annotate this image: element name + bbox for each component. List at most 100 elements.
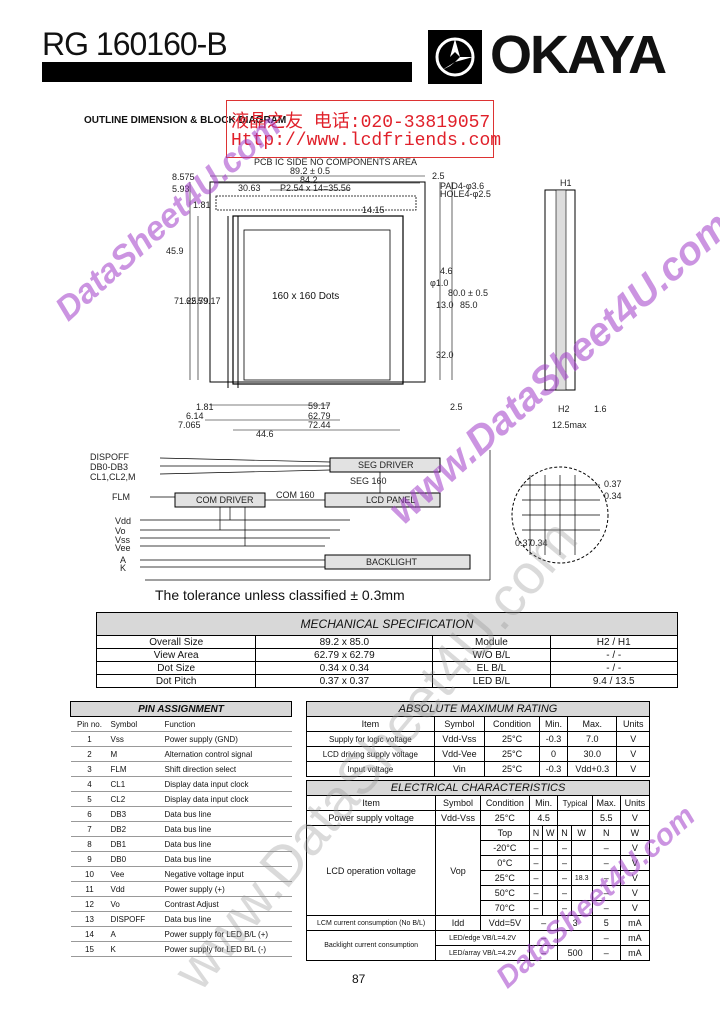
pin-symbol: DB3 xyxy=(108,806,163,822)
sig-db: DB0-DB3 xyxy=(90,462,129,472)
pin-symbol: Vss xyxy=(108,731,163,747)
pin-symbol: DB2 xyxy=(108,821,163,837)
ele-cell xyxy=(557,810,593,826)
mech-cell: 89.2 x 85.0 xyxy=(255,635,434,649)
mech-title: MECHANICAL SPECIFICATION xyxy=(96,612,678,636)
pin-symbol: CL1 xyxy=(108,776,163,792)
table-row: Dot Size 0.34 x 0.34 EL B/L - / - xyxy=(95,661,679,675)
seg-driver-block: SEG DRIVER xyxy=(358,460,414,470)
ele-cell: Vop xyxy=(435,825,481,916)
com-driver-block: COM DRIVER xyxy=(196,495,254,505)
abs-cell: Vdd-Vss xyxy=(433,731,486,747)
abs-cell: V xyxy=(616,746,650,762)
dim-r2: φ1.0 xyxy=(430,278,449,288)
ele-col-header: Symbol xyxy=(435,795,481,811)
ele-cell xyxy=(542,885,559,901)
pin-no: 12 xyxy=(70,896,109,912)
pin-title: PIN ASSIGNMENT xyxy=(70,701,292,717)
ele-cell: – xyxy=(591,930,621,946)
pin-symbol: Vo xyxy=(108,896,163,912)
abs-cell: Vdd+0.3 xyxy=(566,761,618,777)
table-row: 25°C––18.3–V xyxy=(307,870,651,886)
ele-cell: LED/edge VB/L=4.2V xyxy=(435,930,530,946)
pin-no: 1 xyxy=(70,731,109,747)
ele-cell: 500 xyxy=(557,945,593,961)
ele-cell: V xyxy=(619,810,651,826)
table-row: LCD operation voltage Vop Top N W N W N … xyxy=(305,825,651,916)
brand-name: OKAYA xyxy=(490,25,667,85)
dim-b4: 59.17 xyxy=(308,401,331,411)
abs-cell: 30.0 xyxy=(566,746,618,762)
pin-symbol: DB1 xyxy=(108,836,163,852)
abs-cell: 25°C xyxy=(484,761,540,777)
mechanical-spec-table: MECHANICAL SPECIFICATION Overall Size 89… xyxy=(95,612,679,688)
dim-pin-end: 14.15 xyxy=(362,205,385,215)
table-row: 70°C–––V xyxy=(307,900,651,916)
ele-cell: – xyxy=(528,870,544,886)
ele-cell: 18.3 xyxy=(570,870,593,886)
pin-no: 7 xyxy=(70,821,109,837)
title-bar xyxy=(42,62,412,82)
table-row: LCM current consumption (No B/L) Idd Vdd… xyxy=(305,915,651,931)
pin-function: Data bus line xyxy=(162,911,292,927)
pin-symbol: DB0 xyxy=(108,851,163,867)
sig-k: K xyxy=(120,563,127,573)
pin-function: Data bus line xyxy=(162,851,292,867)
ele-cell xyxy=(542,840,559,856)
pin-symbol: FLM xyxy=(108,761,163,777)
ele-cell: W xyxy=(570,825,593,841)
mech-cell: H2 / H1 xyxy=(549,635,679,649)
pin-no: 11 xyxy=(70,881,109,897)
abs-cell: Vin xyxy=(433,761,486,777)
sig-vss: Vss xyxy=(115,535,131,545)
mech-cell: 9.4 / 13.5 xyxy=(549,674,679,688)
abs-cell: -0.3 xyxy=(538,761,569,777)
dim-b5: 62.79 xyxy=(308,411,331,421)
ele-col-header: Condition xyxy=(479,795,530,811)
abs-cell: 25°C xyxy=(484,731,540,747)
ele-cell: Vdd-Vss xyxy=(435,810,481,826)
dot-count: 160 x 160 Dots xyxy=(272,291,340,302)
dim-b1: 1.81 xyxy=(196,402,214,412)
ele-cell: 70°C xyxy=(479,900,530,916)
sig-cl: CL1,CL2,M xyxy=(90,472,136,482)
ele-cell: – xyxy=(528,900,544,916)
ele-cell: mA xyxy=(619,930,651,946)
pin-function: Power supply (+) xyxy=(162,881,292,897)
ele-cell xyxy=(570,840,593,856)
dim-b7: 44.6 xyxy=(256,429,274,439)
dim-r7: 2.5 xyxy=(450,402,463,412)
dim-v3: 1.81 xyxy=(193,200,211,210)
ele-cell: Backlight current consumption xyxy=(305,930,437,961)
ele-cell: Vdd=5V xyxy=(479,915,530,931)
abs-cell: V xyxy=(616,761,650,777)
dim-v5: 71.25 xyxy=(174,296,197,306)
pin-function: Data bus line xyxy=(162,806,292,822)
absolute-max-table: ABSOLUTE MAXIMUM RATING Item Symbol Cond… xyxy=(306,701,650,777)
ele-cell: LCM current consumption (No B/L) xyxy=(305,915,437,931)
dim-r6: 32.0 xyxy=(436,350,454,360)
dim-r4: 85.0 xyxy=(460,300,478,310)
ele-cell: 4.5 xyxy=(528,810,559,826)
ele-col-header: Min. xyxy=(528,795,559,811)
ele-cell: 0°C xyxy=(479,855,530,871)
page-number: 87 xyxy=(352,972,366,986)
ele-col-header: Units xyxy=(619,795,651,811)
ele-cell: LCD operation voltage xyxy=(305,825,437,916)
dim-h2: H2 xyxy=(558,404,570,414)
pin-function: Negative voltage input xyxy=(162,866,292,882)
dim-edge: 2.5 xyxy=(432,171,445,181)
abs-cell: 0 xyxy=(538,746,569,762)
table-row: Overall Size 89.2 x 85.0 Module H2 / H1 xyxy=(95,635,679,649)
dim-h4: 12.5max xyxy=(552,420,587,430)
dim-pin-offset: 30.63 xyxy=(238,183,261,193)
pin-assignment-table: PIN ASSIGNMENT Pin no. Symbol Function 1… xyxy=(70,701,292,957)
